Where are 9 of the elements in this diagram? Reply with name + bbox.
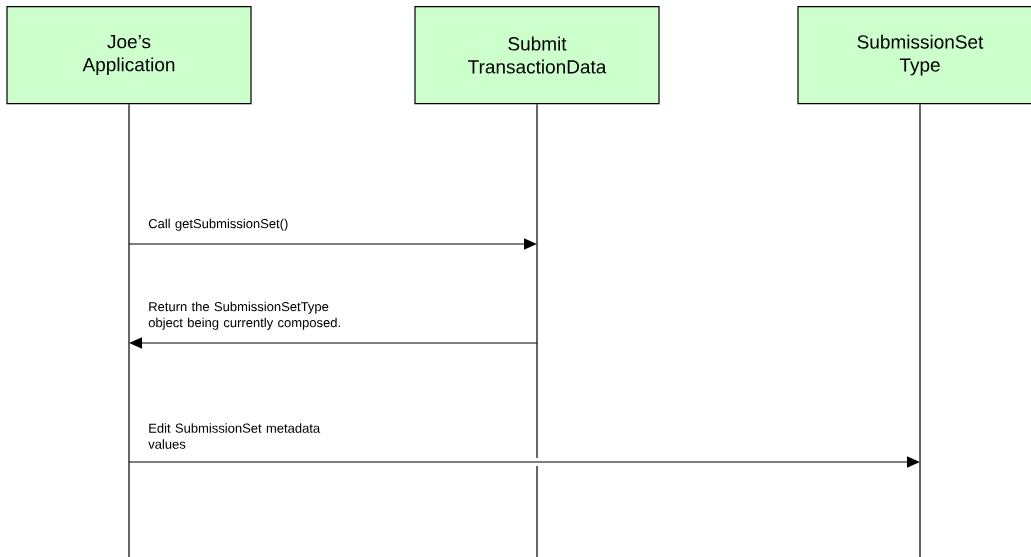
participant-box: Joe’s Application (6, 6, 252, 105)
message-arrow (128, 456, 920, 468)
participant-box: SubmissionSet Type (797, 6, 1031, 105)
message-label: Call getSubmissionSet() (148, 218, 288, 231)
message-label: Return the SubmissionSetType object being currently composed. (148, 301, 340, 330)
message-arrow (128, 238, 537, 250)
participant-box: Submit TransactionData (414, 6, 660, 105)
message-label: Edit SubmissionSet metadata values (148, 423, 321, 449)
message-arrow (129, 337, 538, 349)
